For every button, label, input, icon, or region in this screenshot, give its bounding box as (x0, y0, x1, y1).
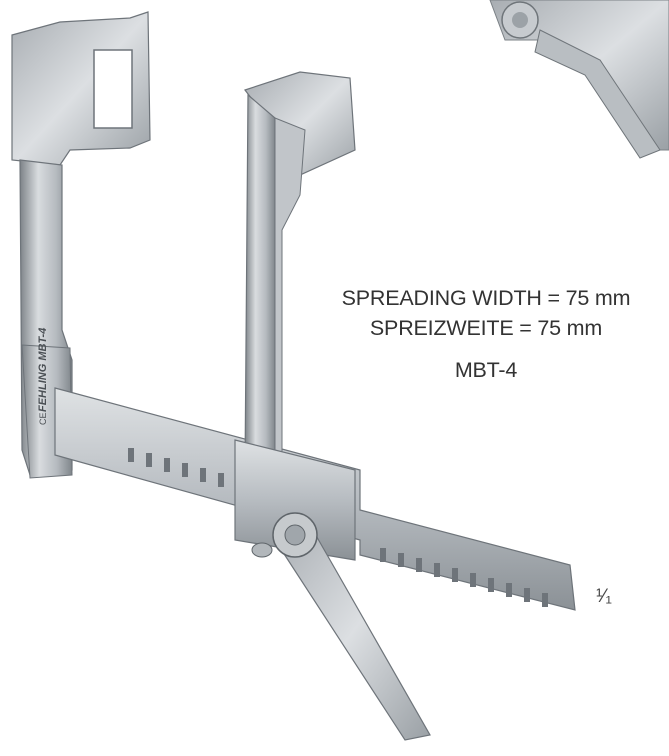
model-number: MBT-4 (454, 358, 518, 382)
right-arm (234, 71, 431, 741)
spreading-width-german: SPREIZWEITE = 75 mm (369, 316, 603, 340)
corner-instrument-detail (489, 0, 669, 159)
scale-indicator: ¹⁄₁ (596, 586, 612, 607)
spreading-width-english: SPREADING WIDTH = 75 mm (341, 286, 631, 310)
engraving-text: FEHLING MBT-4 (37, 328, 49, 412)
spec-block: SPREADING WIDTH = 75 mm SPREIZWEITE = 75… (300, 283, 669, 385)
ce-mark: CE (38, 412, 48, 425)
